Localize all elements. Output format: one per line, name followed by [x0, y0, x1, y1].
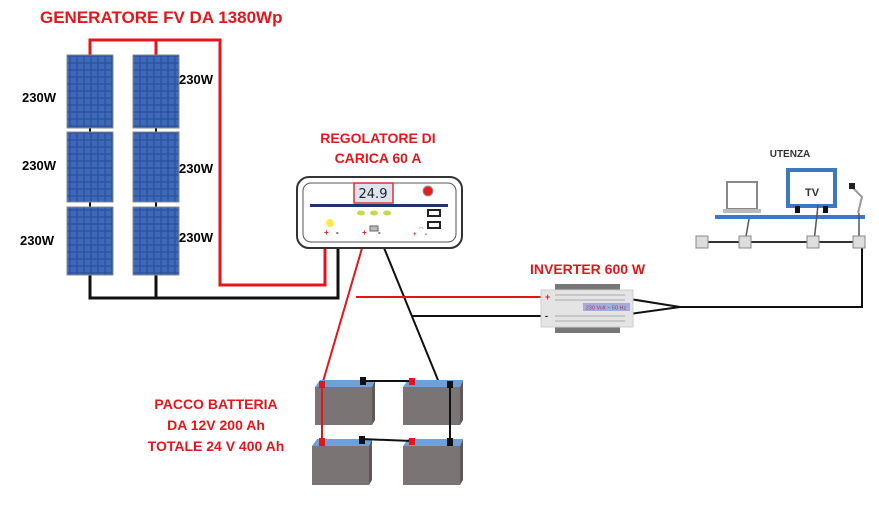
- solar-panel: [132, 54, 180, 129]
- outlet-icon: [852, 235, 866, 249]
- solar-panel: [132, 206, 180, 276]
- solar-panel: [66, 131, 114, 203]
- usb-port-icon: [427, 221, 441, 229]
- black-wire-panels: [88, 237, 340, 300]
- status-led-icon: [357, 210, 365, 216]
- panel-power-label: 230W: [22, 90, 57, 105]
- svg-text:-: -: [425, 232, 427, 238]
- solar-panels: [66, 54, 180, 276]
- outlet-icon: [738, 235, 752, 249]
- alarm-led-icon: [422, 185, 434, 197]
- inverter-title: INVERTER 600 W: [530, 261, 646, 277]
- panel-power-label: 230W: [179, 230, 214, 245]
- black-wire-battery: [379, 237, 441, 386]
- charge-regulator: 24.9 ⌔ +-+-+-: [296, 176, 463, 249]
- tv-label: TV: [805, 187, 820, 199]
- battery: [315, 380, 375, 425]
- solar-panel: [132, 131, 180, 203]
- loads: TV: [695, 168, 866, 249]
- load-title: UTENZA: [770, 149, 811, 160]
- red-wire-panels: [88, 38, 327, 287]
- tv-icon: [786, 168, 837, 208]
- solar-panel: [66, 54, 114, 129]
- regulator-subtitle: CARICA 60 A: [335, 150, 422, 166]
- battery: [403, 439, 463, 485]
- svg-text:-: -: [378, 228, 381, 237]
- panel-power-label: 230W: [179, 72, 214, 87]
- inverter: 230 Volt ~ 50 Hz + -: [540, 284, 634, 333]
- status-led-icon: [383, 210, 391, 216]
- laptop-icon: [726, 181, 758, 210]
- battery-total: TOTALE 24 V 400 Ah: [148, 438, 285, 454]
- battery-pack: [312, 377, 463, 485]
- inverter-plate: 230 Volt ~ 50 Hz: [586, 306, 627, 312]
- display-value: 24.9: [359, 187, 388, 202]
- inverter-output-wire: [629, 298, 681, 315]
- usb-port-icon: [427, 209, 441, 217]
- svg-text:-: -: [336, 228, 339, 237]
- lamp-icon: [851, 186, 864, 214]
- red-wire-battery: [321, 237, 366, 386]
- battery: [312, 439, 372, 485]
- panel-power-label: 230W: [179, 161, 214, 176]
- battery-title: PACCO BATTERIA: [154, 396, 277, 412]
- panel-power-label: 230W: [20, 233, 55, 248]
- svg-text:+: +: [545, 292, 550, 302]
- outlet-icon: [806, 235, 820, 249]
- svg-text:+: +: [362, 228, 367, 237]
- solar-panel: [66, 206, 114, 276]
- status-led-icon: [370, 210, 378, 216]
- svg-text:+: +: [413, 232, 417, 238]
- load-feed-wire: [680, 245, 863, 308]
- diagram-title: GENERATORE FV DA 1380Wp: [40, 8, 282, 27]
- outlet-icon: [695, 235, 709, 249]
- panel-power-label: 230W: [22, 158, 57, 173]
- battery-symbol-icon: [369, 225, 379, 232]
- battery-spec: DA 12V 200 Ah: [167, 417, 265, 433]
- sun-icon: [326, 219, 334, 227]
- load-symbol-icon: ⌔: [418, 227, 425, 234]
- regulator-display: [353, 182, 394, 204]
- battery: [403, 380, 463, 425]
- regulator-title: REGOLATORE DI: [320, 130, 435, 146]
- svg-text:+: +: [324, 228, 329, 237]
- svg-text:-: -: [545, 311, 548, 321]
